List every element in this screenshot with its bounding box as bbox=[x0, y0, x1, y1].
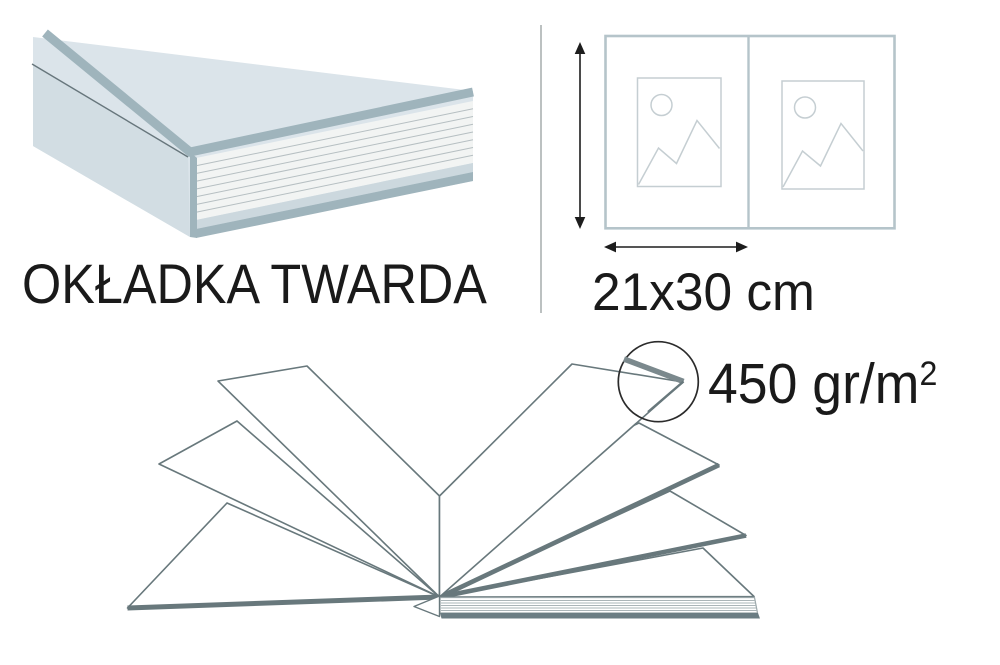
paper-weight-superscript: 2 bbox=[919, 355, 938, 394]
book-side-face bbox=[33, 64, 190, 237]
image-placeholder-icon bbox=[636, 77, 722, 188]
arrow-horizontal-icon bbox=[604, 241, 748, 253]
cover-corner-strip bbox=[190, 152, 197, 238]
cover-type-title: OKŁADKA TWARDA bbox=[22, 252, 487, 315]
fan-page-left-middle bbox=[158, 420, 441, 598]
placeholder-mountains-icon bbox=[637, 119, 721, 185]
magnifier-circle-icon bbox=[617, 340, 700, 423]
image-placeholder-icon bbox=[781, 80, 865, 190]
spread-outline bbox=[604, 34, 896, 230]
cover-crease-line bbox=[31, 63, 189, 158]
book-page-stack-lines bbox=[441, 600, 757, 611]
section-divider bbox=[540, 25, 542, 313]
fan-page-right-third-edge bbox=[439, 533, 747, 600]
paper-weight-label: 450 gr/m2 bbox=[708, 356, 937, 413]
placeholder-sun-icon bbox=[793, 96, 817, 119]
arrow-vertical-icon bbox=[574, 42, 586, 229]
page-block-lines bbox=[195, 108, 474, 213]
magnified-paper-corner bbox=[647, 380, 685, 413]
open-book-fan-illustration bbox=[126, 340, 760, 619]
fan-page-right-second-edge bbox=[439, 462, 720, 600]
page-spread-illustration bbox=[574, 34, 896, 253]
back-cover-left-tip bbox=[413, 595, 441, 618]
paper-weight-value: 450 gr/m bbox=[708, 352, 920, 416]
placeholder-mountains-icon bbox=[782, 122, 864, 188]
bottom-cover-inner-band bbox=[196, 163, 473, 229]
placeholder-sun-icon bbox=[650, 93, 673, 117]
fan-page-left-flat-edge bbox=[127, 594, 440, 611]
spread-size-label: 21x30 cm bbox=[592, 263, 815, 322]
bottom-cover-band bbox=[196, 172, 473, 238]
back-cover-edge bbox=[440, 613, 760, 619]
hardcover-book-illustration bbox=[31, 29, 474, 238]
magnified-paper-edge bbox=[623, 356, 685, 385]
